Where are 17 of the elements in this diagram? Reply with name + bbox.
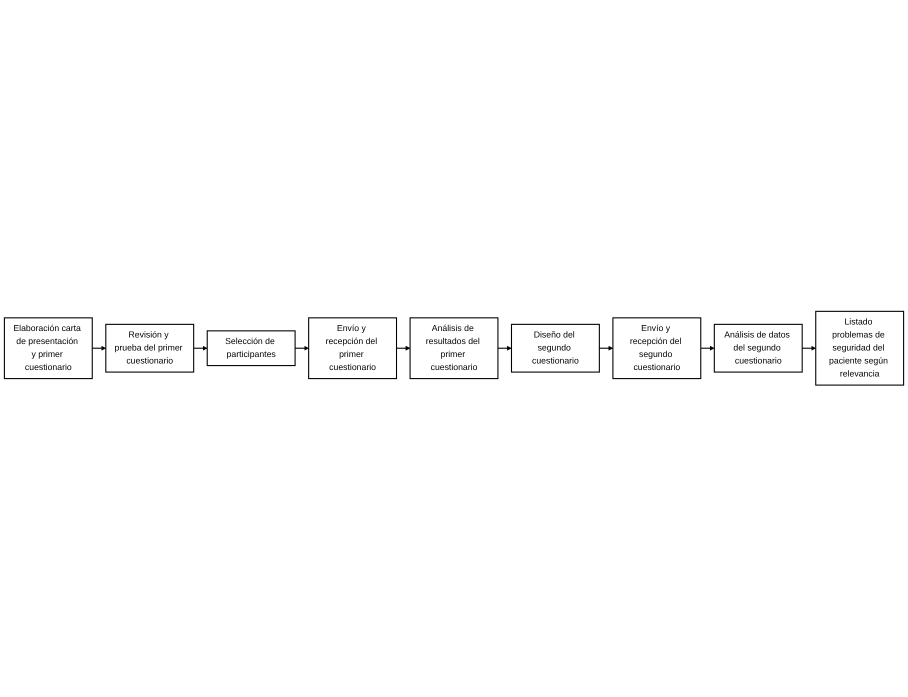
node-box: Elaboración carta de presentación y primer cuestionario [4,318,93,380]
node-box: Análisis de datos del segundo cuestionario [714,324,803,373]
node-box: Selección de participantes [206,330,296,366]
arrow [396,346,410,351]
arrow [599,346,614,351]
node-box: Envío y recepción del segundo cuestionario [612,318,702,380]
arrow [802,346,816,351]
arrow [700,346,715,351]
node-box: Revisión y prueba del primer cuestionario [105,324,194,373]
arrow [498,346,512,351]
arrow [295,346,309,351]
arrow [194,346,208,351]
node-box: Análisis de resultados del primer cuestionario [410,318,498,380]
node-box: Listado problemas de seguridad del paciente según relevancia [815,311,904,386]
node-box: Envío y recepción del primer cuestionario [308,318,398,380]
node-box: Diseño del segundo cuestionario [510,324,600,373]
arrow [92,346,106,351]
